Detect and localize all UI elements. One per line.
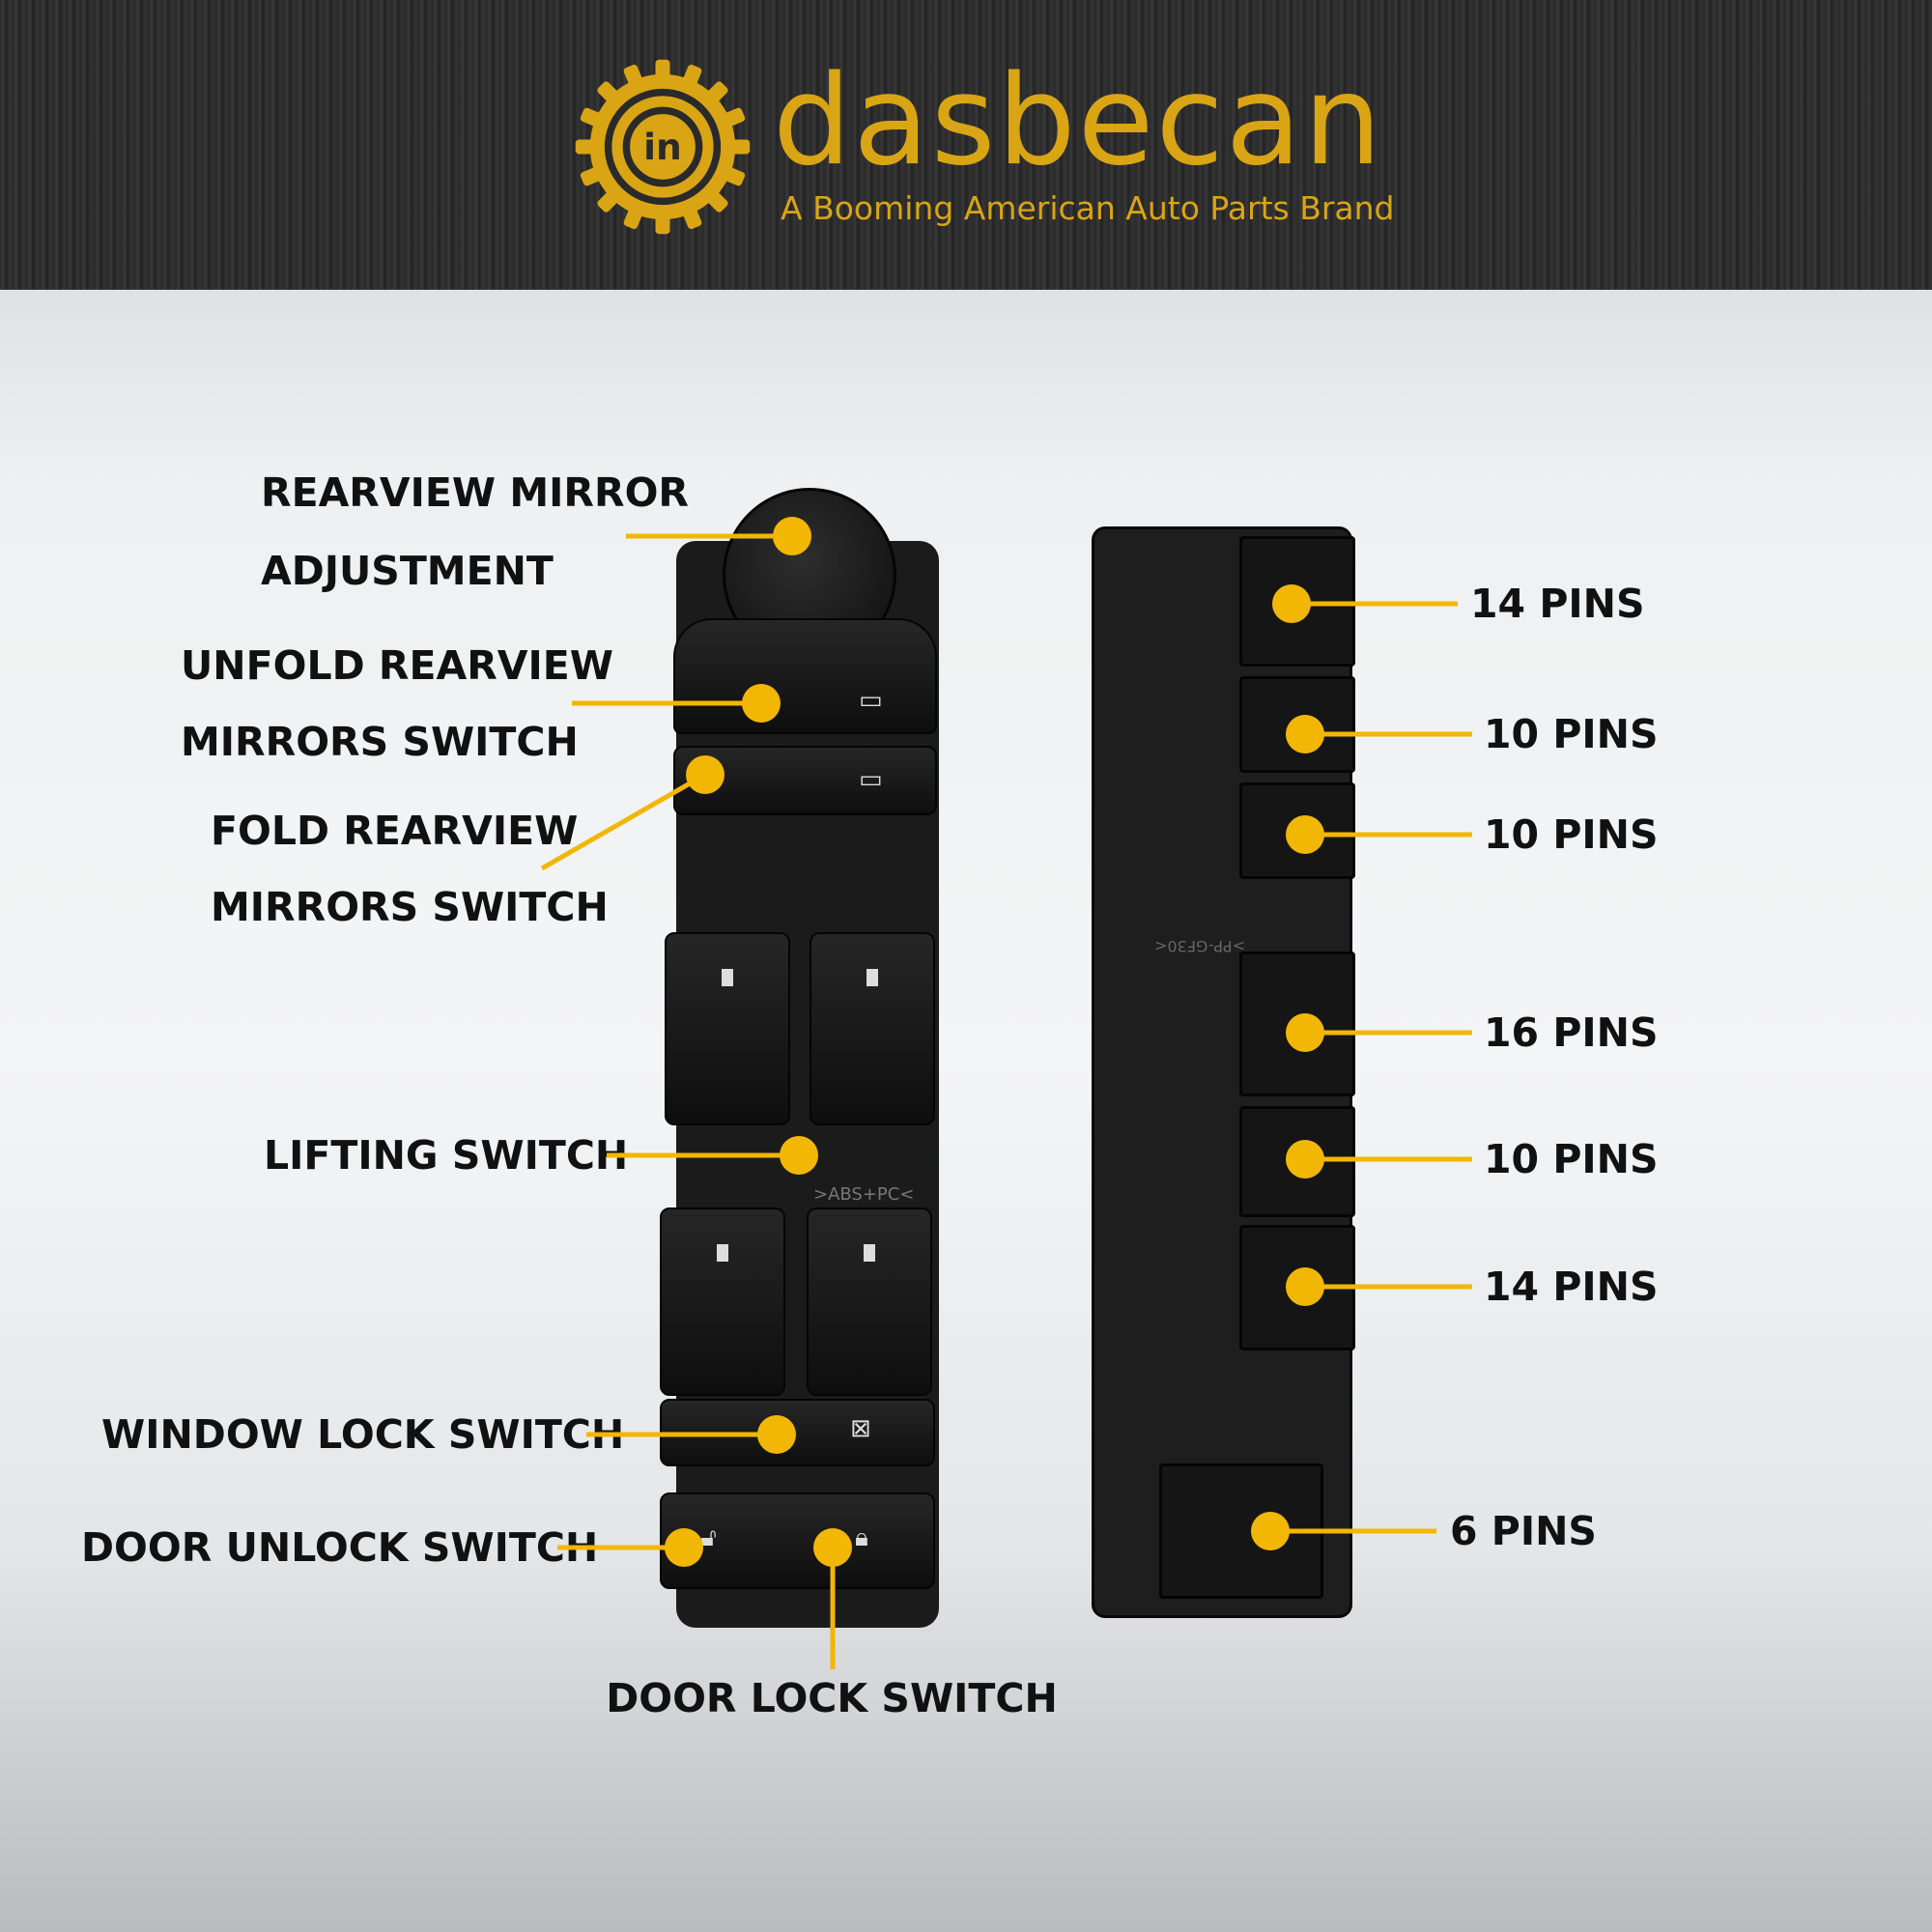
callout-dot [1286, 715, 1324, 753]
unlock-icon: 🔓︎ [700, 1523, 717, 1552]
label-lifting: LIFTING SWITCH [264, 1132, 629, 1179]
callout-line [572, 700, 761, 706]
connector-marking: >PP-GF30< [1154, 937, 1246, 955]
window-switch-rear-left[interactable] [660, 1208, 785, 1396]
callout-line [1305, 1156, 1472, 1162]
callout-dot [780, 1136, 818, 1175]
callout-dot [686, 755, 724, 794]
mirror-icon: ▭ [859, 686, 883, 715]
connector-10-pin [1239, 676, 1355, 773]
callout-dot [665, 1528, 703, 1567]
label-door-unlock: DOOR UNLOCK SWITCH [81, 1524, 599, 1571]
callout-dot [773, 517, 811, 555]
callout-dot [757, 1415, 796, 1454]
callout-line [607, 1152, 799, 1158]
led-indicator [867, 969, 878, 986]
label-pins-1: 14 PINS [1470, 581, 1645, 627]
label-pins-5: 10 PINS [1484, 1136, 1659, 1182]
connector-10-pin [1239, 782, 1355, 879]
callout-dot [1251, 1512, 1290, 1550]
callout-line [586, 1432, 777, 1437]
callout-dot [1272, 584, 1311, 623]
callout-dot [1286, 1013, 1324, 1052]
callout-line [1305, 1284, 1472, 1290]
brand-header: in dasbecan A Booming American Auto Part… [0, 0, 1932, 290]
callout-line [1305, 832, 1472, 838]
callout-line [830, 1548, 836, 1669]
callout-line [626, 533, 792, 539]
label-pins-2: 10 PINS [1484, 711, 1659, 757]
unfold-mirror-button[interactable]: ▭ [673, 618, 937, 734]
label-fold-2: MIRRORS SWITCH [211, 884, 609, 930]
callout-dot [1286, 1140, 1324, 1179]
callout-line [1305, 731, 1472, 737]
svg-text:in: in [643, 126, 682, 168]
callout-line [1305, 1030, 1472, 1036]
label-fold-1: FOLD REARVIEW [211, 808, 579, 854]
label-rearview-adjust-2: ADJUSTMENT [261, 548, 554, 594]
label-unfold-2: MIRRORS SWITCH [181, 719, 579, 765]
brand-tagline: A Booming American Auto Parts Brand [781, 189, 1395, 227]
mirror-fold-icon: ▭ [859, 765, 883, 794]
callout-dot [742, 684, 781, 723]
label-pins-3: 10 PINS [1484, 811, 1659, 858]
callout-line [557, 1545, 684, 1550]
led-indicator [864, 1244, 875, 1262]
callout-dot [813, 1528, 852, 1567]
label-door-lock: DOOR LOCK SWITCH [606, 1675, 1058, 1721]
window-switch-rear-right[interactable] [807, 1208, 932, 1396]
callout-line [1270, 1528, 1436, 1534]
window-lock-icon: ⊠ [850, 1414, 871, 1443]
callout-line [1292, 601, 1458, 607]
callout-dot [1286, 815, 1324, 854]
label-unfold-1: UNFOLD REARVIEW [181, 642, 613, 689]
material-marking: >ABS+PC< [813, 1184, 915, 1205]
gear-logo-icon: in [575, 59, 751, 235]
door-lock-rocker[interactable]: 🔓︎ 🔒︎ [660, 1492, 935, 1589]
led-indicator [722, 969, 733, 986]
callout-dot [1286, 1267, 1324, 1306]
label-pins-6: 14 PINS [1484, 1264, 1659, 1310]
brand-name: dasbecan [773, 49, 1384, 193]
label-rearview-adjust-1: REARVIEW MIRROR [261, 469, 689, 516]
label-window-lock: WINDOW LOCK SWITCH [101, 1411, 625, 1458]
label-pins-7: 6 PINS [1450, 1508, 1597, 1554]
led-indicator [717, 1244, 728, 1262]
window-switch-front-left[interactable] [665, 932, 790, 1125]
label-pins-4: 16 PINS [1484, 1009, 1659, 1056]
lock-icon: 🔒︎ [855, 1523, 868, 1552]
window-switch-front-right[interactable] [810, 932, 935, 1125]
